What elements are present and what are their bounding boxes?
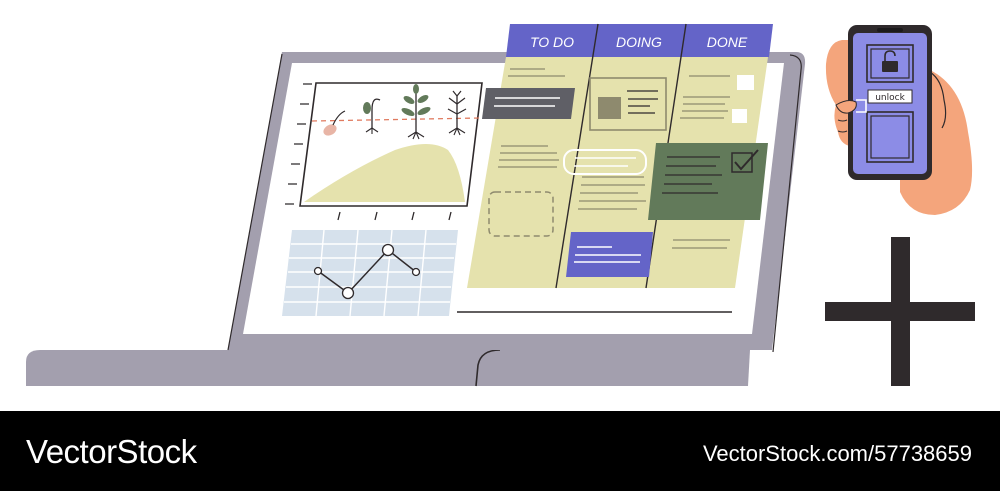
seed-icon: [323, 110, 346, 136]
phone-door-top: [866, 44, 914, 83]
young-plant-icon: [401, 84, 431, 140]
slider-handle: [856, 99, 867, 113]
doing-image-card: [589, 77, 667, 131]
doing-text-lines: [578, 176, 646, 210]
stock-id: VectorStock.com/57738659: [702, 441, 972, 466]
sprout-icon: [363, 98, 381, 134]
floating-card-outline: [563, 149, 647, 175]
floating-card-green: [648, 143, 768, 220]
hand-with-phone: unlock: [825, 25, 973, 215]
kanban-col-done: DONE: [707, 34, 748, 50]
kanban-col-todo: TO DO: [530, 34, 574, 50]
kanban-board: TO DO DOING DONE: [467, 23, 773, 289]
done-checkbox-2: [732, 109, 747, 123]
phone-notch: [877, 28, 903, 32]
checked-box-icon: [731, 152, 753, 173]
thumb: [835, 100, 857, 114]
floating-card-dark: [482, 88, 575, 119]
brand-name: VectorStock: [26, 433, 197, 470]
unlock-label: unlock: [875, 93, 905, 103]
todo-text-lines: [498, 68, 565, 168]
padlock-icon: [882, 50, 898, 72]
chart-axis-ticks: [285, 83, 452, 221]
plant-growth-chart: [285, 82, 483, 221]
done-checkbox-1: [737, 75, 754, 90]
watermark-footer: VectorStock VectorStock.com/57738659: [0, 411, 1000, 491]
line-graph: [282, 229, 458, 317]
plus-sign: [825, 237, 975, 386]
done-text-lines: [672, 75, 730, 249]
kanban-header: [506, 24, 773, 57]
kanban-col-doing: DOING: [616, 34, 662, 50]
empty-card-placeholder: [488, 191, 554, 237]
target-line: [311, 117, 481, 122]
laptop-base: [26, 349, 750, 387]
unlock-button: [867, 89, 913, 104]
phone-door-bottom: [866, 111, 914, 163]
grown-plant-icon: [447, 90, 467, 136]
illustration-artwork: TO DO DOING DONE: [26, 23, 975, 387]
floating-card-purple: [566, 232, 653, 277]
